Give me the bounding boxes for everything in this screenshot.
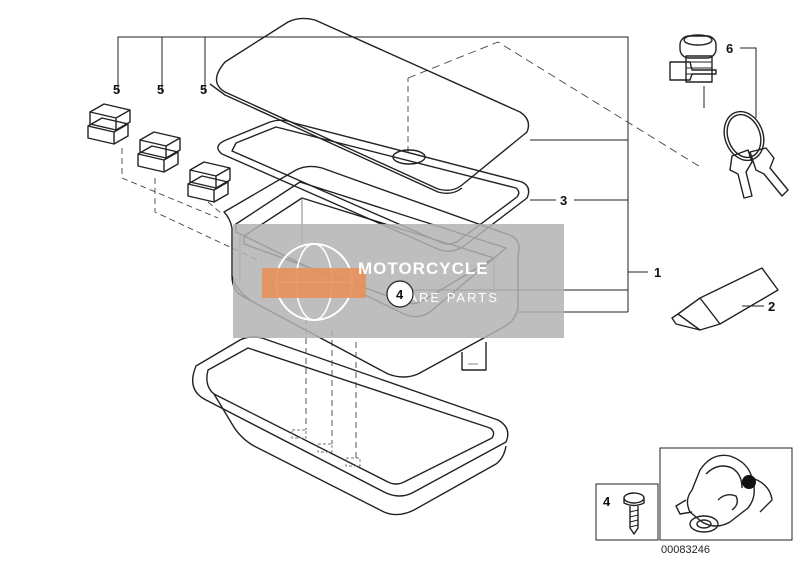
compartment-lid — [209, 17, 530, 195]
callout-1: 1 — [654, 265, 661, 280]
diagram-number: 00083246 — [661, 544, 710, 556]
rubber-buffer-left — [87, 103, 131, 145]
key-ring — [723, 110, 789, 199]
callout-4-body-label: 4 — [396, 287, 404, 302]
callout-4-body: 4 — [386, 280, 414, 308]
rubber-buffer-right — [187, 161, 231, 203]
callout-5-right: 5 — [200, 82, 207, 97]
callout-2: 2 — [768, 299, 775, 314]
lock-cylinder — [669, 34, 717, 83]
screw-inset: 4 — [595, 483, 659, 541]
callout-4-inset: 4 — [603, 494, 611, 509]
callout-5-mid: 5 — [157, 82, 164, 97]
callout-3: 3 — [560, 193, 567, 208]
watermark-line1: MOTORCYCLE — [358, 259, 489, 278]
location-marker-icon — [742, 475, 756, 489]
adhesive-tube — [671, 267, 779, 331]
callout-5-left: 5 — [113, 82, 120, 97]
rubber-buffer-mid — [137, 131, 181, 173]
motorcycle-icon — [675, 454, 773, 533]
compartment-liner — [192, 318, 509, 516]
screw-icon — [623, 492, 645, 535]
motorcycle-location-inset — [659, 447, 793, 541]
callout-6: 6 — [726, 41, 733, 56]
callout-leaders — [117, 36, 764, 313]
watermark-line2: SPARE PARTS — [388, 290, 499, 305]
